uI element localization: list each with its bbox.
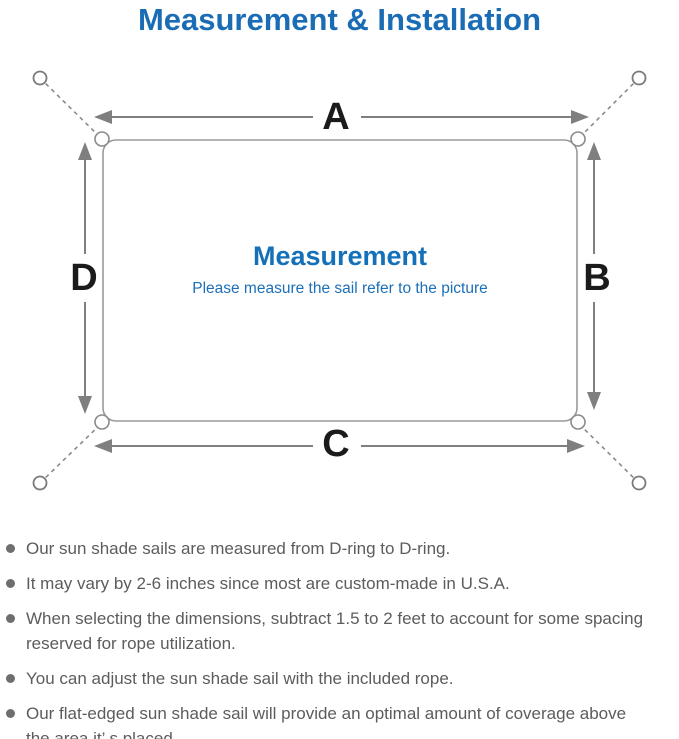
sail-diagram-canvas: [32, 70, 647, 491]
note-text: It may vary by 2-6 inches since most are…: [26, 574, 510, 593]
arrow-c: [94, 439, 585, 453]
list-item: You can adjust the sun shade sail with t…: [6, 666, 679, 691]
header: Measurement & Installation: [0, 0, 679, 55]
dimension-label-b: B: [583, 257, 611, 299]
dimension-label-a: A: [322, 96, 350, 138]
bullet-icon: [6, 579, 15, 588]
note-text: When selecting the dimensions, subtract …: [26, 609, 644, 628]
arrow-b: [587, 142, 601, 410]
bullet-icon: [6, 674, 15, 683]
note-text: Our flat-edged sun shade sail will provi…: [26, 704, 627, 723]
note-text: the area it’ s placed.: [26, 729, 178, 739]
list-item: It may vary by 2-6 inches since most are…: [6, 571, 679, 596]
bullet-icon: [6, 709, 15, 718]
list-item: Our sun shade sails are measured from D-…: [6, 536, 679, 561]
notes-list: Our sun shade sails are measured from D-…: [0, 520, 679, 739]
sail-measurement-diagram: A B C D Measurement Please measure the s…: [0, 55, 679, 520]
dimension-label-d: D: [70, 257, 98, 299]
diagram-subheading: Please measure the sail refer to the pic…: [192, 280, 488, 297]
note-text: reserved for rope utilization.: [26, 634, 236, 653]
note-text: You can adjust the sun shade sail with t…: [26, 669, 454, 688]
note-text: Our sun shade sails are measured from D-…: [26, 539, 451, 558]
sail-outline: [102, 139, 578, 422]
corner-rope-lines: [39, 77, 640, 484]
diagram-center-text: Measurement Please measure the sail refe…: [103, 241, 577, 298]
arrow-a: [94, 110, 589, 124]
anchor-point-icons: [32, 70, 647, 491]
arrow-d: [78, 142, 92, 414]
diagram-heading: Measurement: [252, 241, 428, 271]
bullet-icon: [6, 614, 15, 623]
d-ring-icons: [94, 131, 586, 430]
list-item: Our flat-edged sun shade sail will provi…: [6, 701, 679, 739]
bullet-icon: [6, 544, 15, 553]
page-title: Measurement & Installation: [137, 2, 542, 37]
dimension-label-c: C: [322, 423, 350, 465]
list-item: When selecting the dimensions, subtract …: [6, 606, 679, 656]
